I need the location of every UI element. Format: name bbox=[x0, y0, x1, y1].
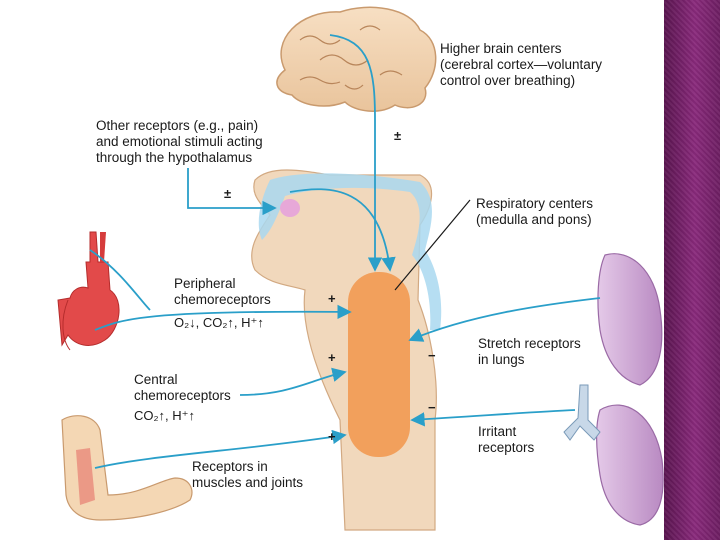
irritant-line-1: Irritant bbox=[478, 424, 534, 440]
higher-brain-line-1: Higher brain centers bbox=[440, 41, 602, 57]
irritant-receptors-label: Irritant receptors bbox=[478, 424, 534, 456]
peripheral-line-1: Peripheral bbox=[174, 276, 271, 292]
decorative-sidebar bbox=[664, 0, 720, 540]
other-receptors-label: Other receptors (e.g., pain) and emotion… bbox=[96, 118, 263, 166]
muscles-sign: + bbox=[328, 429, 336, 444]
central-line-1: Central bbox=[134, 372, 231, 388]
other-receptors-line-2: and emotional stimuli acting bbox=[96, 134, 263, 150]
peripheral-sign: + bbox=[328, 291, 336, 306]
higher-brain-label: Higher brain centers (cerebral cortex—vo… bbox=[440, 41, 602, 89]
peripheral-line-2: chemoreceptors bbox=[174, 292, 271, 308]
central-formula: CO₂↑, H⁺↑ bbox=[134, 408, 195, 424]
irritant-line-2: receptors bbox=[478, 440, 534, 456]
stretch-line-1: Stretch receptors bbox=[478, 336, 581, 352]
muscles-line-1: Receptors in bbox=[192, 459, 303, 475]
higher-brain-line-3: control over breathing) bbox=[440, 73, 602, 89]
brain-sign: ± bbox=[394, 128, 401, 143]
respiratory-centers-line-2: (medulla and pons) bbox=[476, 212, 593, 228]
higher-brain-line-2: (cerebral cortex—voluntary bbox=[440, 57, 602, 73]
lungs-illustration bbox=[564, 254, 663, 525]
stretch-line-2: in lungs bbox=[478, 352, 581, 368]
stretch-receptors-label: Stretch receptors in lungs bbox=[478, 336, 581, 368]
arm-illustration bbox=[62, 416, 192, 520]
irritant-sign: − bbox=[428, 400, 436, 415]
other-receptors-line-3: through the hypothalamus bbox=[96, 150, 263, 166]
central-line-2: chemoreceptors bbox=[134, 388, 231, 404]
hypothalamus-sign: ± bbox=[224, 186, 231, 201]
respiratory-centers-line-1: Respiratory centers bbox=[476, 196, 593, 212]
peripheral-label: Peripheral chemoreceptors bbox=[174, 276, 271, 308]
other-receptors-line-1: Other receptors (e.g., pain) bbox=[96, 118, 263, 134]
muscles-joints-label: Receptors in muscles and joints bbox=[192, 459, 303, 491]
aorta-illustration bbox=[58, 232, 119, 350]
muscles-line-2: muscles and joints bbox=[192, 475, 303, 491]
cerebrum-illustration bbox=[277, 7, 436, 111]
stretch-sign: − bbox=[428, 348, 436, 363]
respiratory-centers-label: Respiratory centers (medulla and pons) bbox=[476, 196, 593, 228]
central-sign: + bbox=[328, 350, 336, 365]
peripheral-formula: O₂↓, CO₂↑, H⁺↑ bbox=[174, 315, 264, 331]
central-label: Central chemoreceptors bbox=[134, 372, 231, 404]
